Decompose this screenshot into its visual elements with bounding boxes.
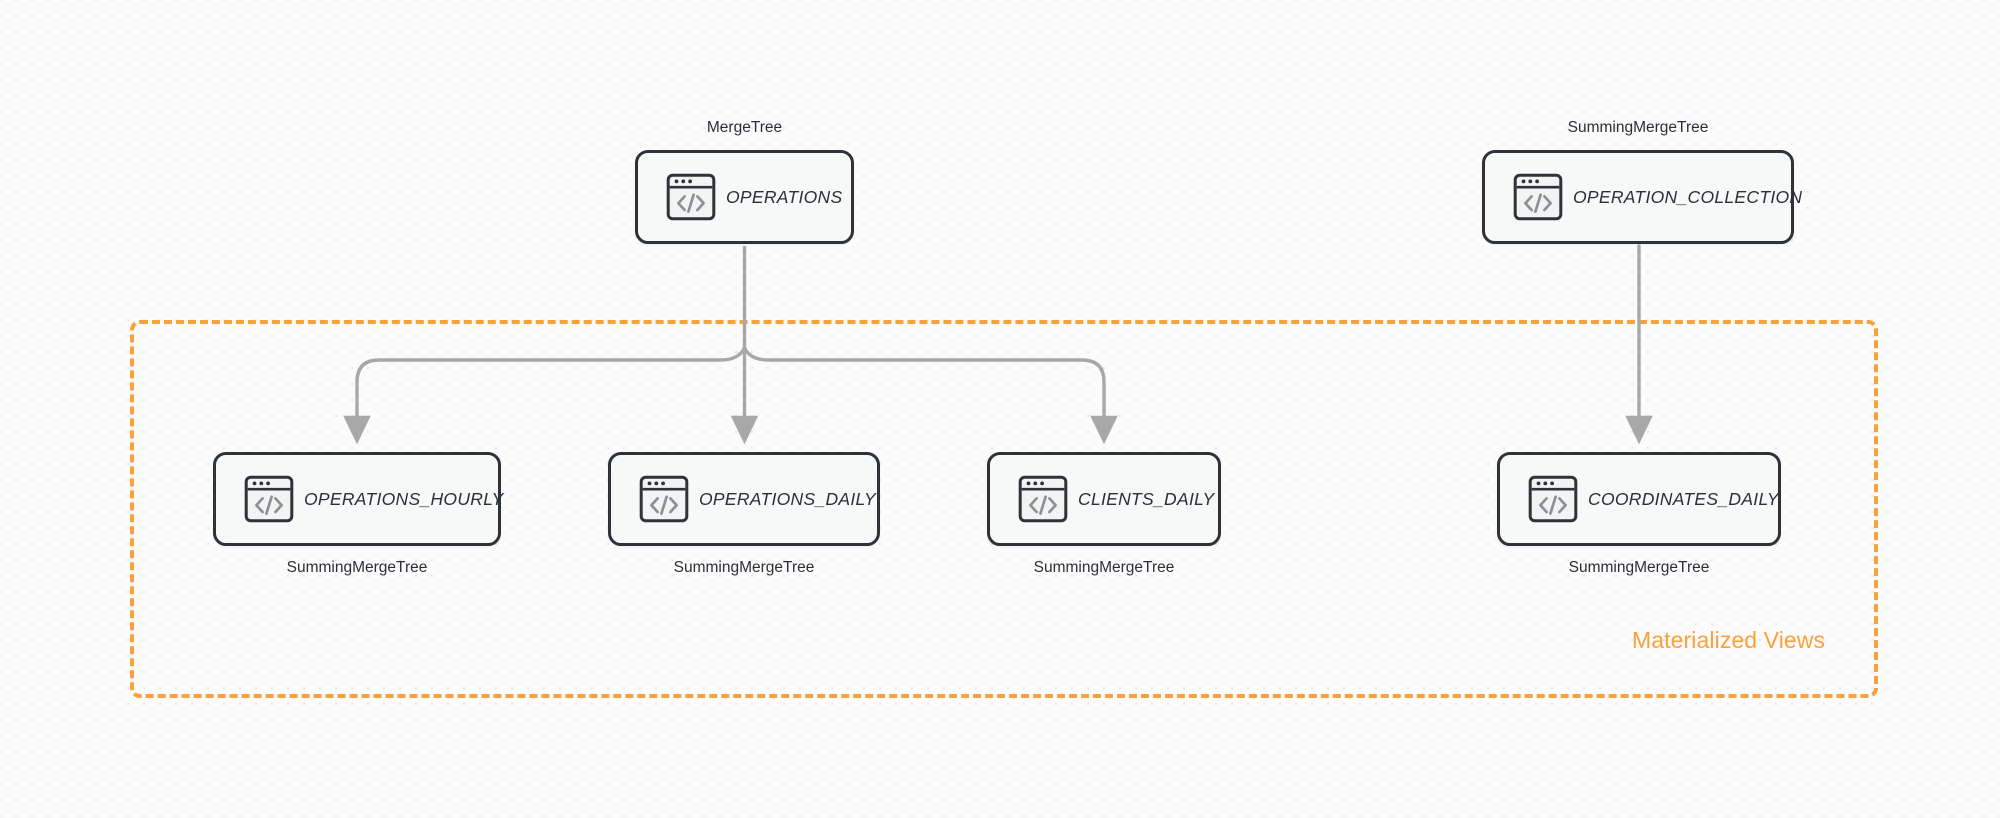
code-window-icon bbox=[1513, 173, 1563, 221]
node-label-coordinates_daily: COORDINATES_DAILY bbox=[1588, 488, 1779, 509]
node-clients_daily[interactable]: CLIENTS_DAILY bbox=[987, 452, 1221, 546]
engine-caption-operation_collection: SummingMergeTree bbox=[1567, 119, 1709, 136]
code-window-icon bbox=[1528, 475, 1578, 523]
engine-caption-clients_daily: SummingMergeTree bbox=[1033, 559, 1175, 576]
code-window-icon bbox=[1018, 475, 1068, 523]
code-window-icon bbox=[1018, 475, 1068, 523]
code-window-icon bbox=[639, 475, 689, 523]
engine-caption-operations: MergeTree bbox=[706, 119, 783, 136]
node-operation_collection[interactable]: OPERATION_COLLECTION bbox=[1482, 150, 1802, 244]
node-coordinates_daily[interactable]: COORDINATES_DAILY bbox=[1497, 452, 1781, 546]
node-label-clients_daily: CLIENTS_DAILY bbox=[1078, 488, 1215, 509]
engine-caption-operations_hourly: SummingMergeTree bbox=[286, 559, 428, 576]
materialized-views-group bbox=[130, 320, 1878, 698]
node-operations[interactable]: OPERATIONS bbox=[635, 150, 854, 244]
engine-caption-operations_daily: SummingMergeTree bbox=[673, 559, 815, 576]
code-window-icon bbox=[244, 475, 294, 523]
node-label-operations: OPERATIONS bbox=[726, 186, 843, 207]
node-label-operations_daily: OPERATIONS_DAILY bbox=[699, 488, 876, 509]
code-window-icon bbox=[1513, 173, 1563, 221]
node-label-operations_hourly: OPERATIONS_HOURLY bbox=[304, 488, 504, 509]
code-window-icon bbox=[639, 475, 689, 523]
materialized-views-group-label: Materialized Views bbox=[1632, 627, 1826, 653]
engine-caption-coordinates_daily: SummingMergeTree bbox=[1568, 559, 1710, 576]
code-window-icon bbox=[1528, 475, 1578, 523]
code-window-icon bbox=[666, 173, 716, 221]
code-window-icon bbox=[244, 475, 294, 523]
node-operations_daily[interactable]: OPERATIONS_DAILY bbox=[608, 452, 880, 546]
node-operations_hourly[interactable]: OPERATIONS_HOURLY bbox=[213, 452, 503, 546]
node-label-operation_collection: OPERATION_COLLECTION bbox=[1573, 186, 1803, 207]
code-window-icon bbox=[666, 173, 716, 221]
